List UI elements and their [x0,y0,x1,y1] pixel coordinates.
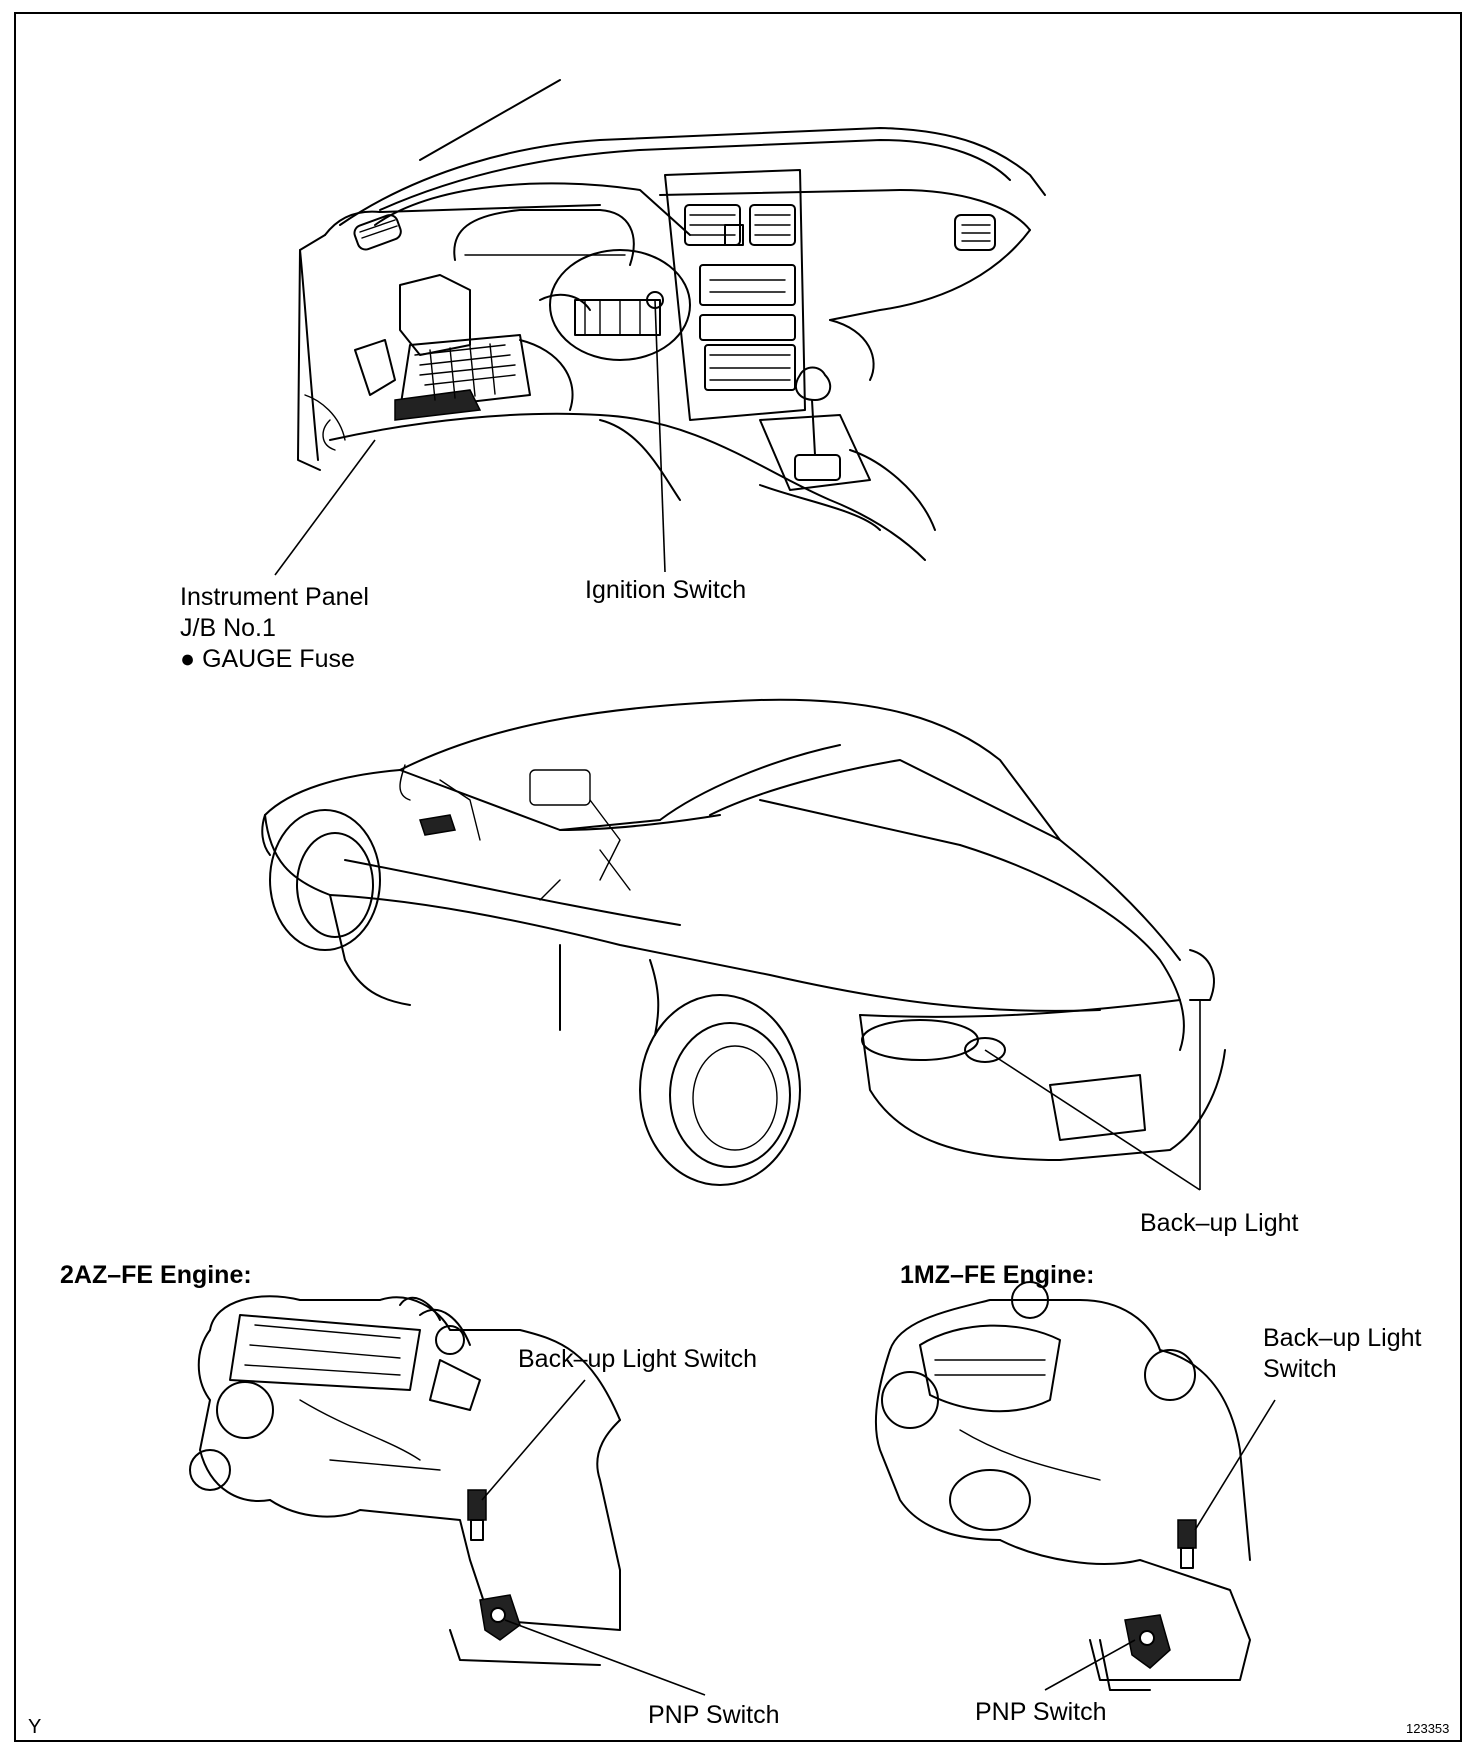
engine-1mz-heading: 1MZ–FE Engine: [900,1261,1095,1289]
gauge-fuse-text: GAUGE Fuse [202,645,355,673]
bullet-icon: ● [180,645,196,673]
pnp-switch-2az-label: PNP Switch [648,1701,780,1729]
engine-1mz-illustration [874,1281,1251,1691]
backup-light-label: Back–up Light [1140,1209,1299,1237]
backup-light-switch-1mz-line2: Switch [1263,1355,1337,1383]
pnp-switch-1mz-label: PNP Switch [975,1698,1107,1726]
corner-code: Y [28,1716,42,1738]
figure-number: 123353 [1406,1721,1450,1736]
backup-light-switch-1mz-line1: Back–up Light [1263,1324,1422,1352]
car-illustration [261,698,1226,1186]
backup-light-switch-1mz-label: Back–up Light Switch [1263,1323,1421,1385]
leader-lines [274,299,1276,1696]
instrument-panel-label: Instrument Panel J/B No.1 ● GAUGE Fuse [180,582,369,675]
backup-light-switch-2az-label: Back–up Light Switch [518,1345,758,1373]
diagram-frame [14,12,1462,1742]
ignition-switch-label: Ignition Switch [585,576,747,604]
instrument-panel-line2: J/B No.1 [180,614,276,642]
gauge-fuse-line: ● GAUGE Fuse [180,644,369,675]
engine-2az-illustration [189,1295,621,1666]
instrument-panel-line1: Instrument Panel [180,583,369,611]
engine-2az-heading: 2AZ–FE Engine: [60,1261,252,1289]
dashboard-illustration [297,79,1046,561]
